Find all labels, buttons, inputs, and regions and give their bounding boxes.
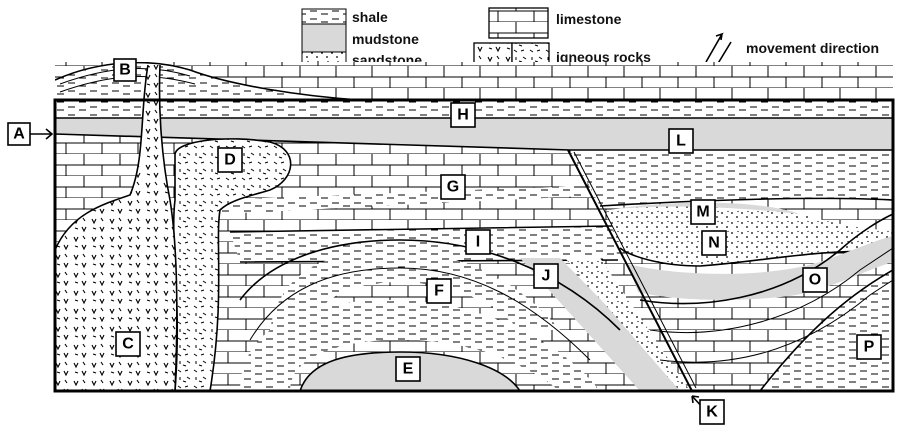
shale-swatch [301, 8, 347, 25]
layer-shale-I [230, 226, 618, 262]
label-F: F [434, 283, 444, 300]
legend-movement: movement direction [746, 40, 879, 56]
layer-sandstone-N [606, 206, 893, 266]
label-box-D [217, 147, 243, 173]
legend: shale mudstone sandstone limestone igneo… [301, 7, 879, 73]
limestone-swatch [488, 7, 549, 39]
label-N: N [708, 235, 720, 252]
label-B: B [119, 62, 131, 79]
legend-limestone: limestone [556, 11, 622, 27]
label-box-I [465, 229, 491, 255]
label-D: D [224, 152, 236, 169]
label-box-N [701, 230, 727, 256]
label-box-K [699, 399, 725, 425]
intrusion-D [173, 138, 291, 391]
legend-mudstone: mudstone [352, 31, 419, 47]
label-I: I [476, 234, 480, 251]
label-box-J [533, 263, 559, 289]
label-A: A [13, 126, 25, 143]
label-box-E [395, 356, 421, 382]
layer-mudstone-J [520, 258, 690, 391]
label-K: K [706, 404, 718, 421]
label-box-F [426, 278, 452, 304]
legend-igneous: igneous rocks [556, 49, 651, 65]
layer-shale-right [570, 150, 893, 206]
label-C: C [122, 336, 134, 353]
layer-shale-F [270, 250, 560, 330]
fault-K [567, 149, 693, 391]
labels: A B C D E F G H I J K L M N O P [7, 58, 882, 425]
label-box-C [115, 331, 141, 357]
label-P: P [864, 339, 875, 356]
label-box-O [802, 267, 828, 293]
label-O: O [809, 272, 821, 289]
label-box-A [7, 122, 31, 146]
label-box-B [113, 58, 137, 82]
batholith-C [55, 65, 177, 391]
label-M: M [696, 204, 709, 221]
label-J: J [542, 268, 551, 285]
mudstone-swatch [301, 23, 347, 53]
arrow-A-icon [30, 128, 54, 140]
label-box-G [440, 174, 466, 200]
label-box-M [690, 199, 716, 225]
layer-shale-P [760, 270, 893, 391]
label-G: G [447, 179, 459, 196]
label-box-P [856, 334, 882, 360]
label-box-H [450, 102, 476, 128]
layer-shale-top [55, 62, 893, 118]
label-box-L [668, 128, 694, 154]
label-L: L [676, 133, 686, 150]
label-E: E [403, 361, 414, 378]
legend-shale: shale [352, 9, 388, 25]
section-frame [53, 98, 895, 393]
label-H: H [457, 107, 469, 124]
